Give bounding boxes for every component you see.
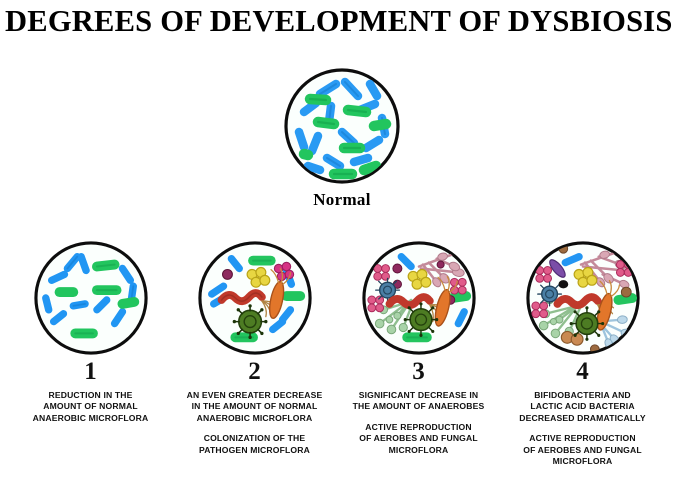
caption-line: BIFIDOBACTERIA AND (534, 390, 631, 400)
caption-line: IN THE AMOUNT OF NORMAL (191, 401, 318, 412)
petri-dish-normal (284, 68, 400, 184)
stage-captions: SIGNIFICANT DECREASE IN THE AMOUNT OF AN… (336, 390, 501, 456)
caption-paragraph: BIFIDOBACTERIA AND LACTIC ACID BACTERIA … (500, 390, 665, 424)
caption-line: ACTIVE REPRODUCTION (529, 433, 636, 444)
stage-2: 2 AN EVEN GREATER DECREASE IN THE AMOUNT… (187, 239, 322, 467)
petri-dish-2 (197, 241, 312, 355)
stage-number: 4 (576, 358, 589, 385)
page-title: DEGREES OF DEVELOPMENT OF DYSBIOSIS (5, 3, 673, 38)
caption-line: PATHOGEN MICROFLORA (199, 444, 310, 455)
caption-line: SIGNIFICANT DECREASE IN (358, 390, 479, 400)
stage-normal-label: Normal (313, 190, 371, 209)
stage-number: 2 (248, 358, 261, 385)
stage-captions: AN EVEN GREATER DECREASE IN THE AMOUNT O… (172, 390, 337, 456)
caption-line: OF AEROBES AND FUNGAL (359, 433, 478, 444)
caption-line: MICROFLORA (388, 444, 449, 455)
caption-paragraph: SIGNIFICANT DECREASE IN THE AMOUNT OF AN… (336, 390, 501, 413)
caption-line: DECREASED DRAMATICALLY (519, 412, 646, 423)
petri-dish-4 (525, 241, 640, 355)
stage-4: 4 BIFIDOBACTERIA AND LACTIC ACID BACTERI… (519, 239, 646, 467)
stage-normal: Normal (282, 66, 402, 210)
caption-paragraph: COLONIZATION OF THE PATHOGEN MICROFLORA (172, 433, 337, 456)
caption-paragraph: ACTIVE REPRODUCTION OF AEROBES AND FUNGA… (336, 422, 501, 456)
caption-line: ANAEROBIC MICROFLORA (196, 412, 313, 423)
caption-paragraph: AN EVEN GREATER DECREASE IN THE AMOUNT O… (172, 390, 337, 424)
caption-line: LACTIC ACID BACTERIA (530, 401, 635, 412)
caption-paragraph: REDUCTION IN THE AMOUNT OF NORMAL ANAERO… (8, 390, 173, 424)
petri-dish-3 (361, 241, 476, 355)
stages-row: 1 REDUCTION IN THE AMOUNT OF NORMAL ANAE… (0, 239, 673, 467)
stage-captions: BIFIDOBACTERIA AND LACTIC ACID BACTERIA … (500, 390, 665, 467)
caption-line: MICROFLORA (552, 456, 613, 467)
caption-line: ANAEROBIC MICROFLORA (32, 412, 149, 423)
petri-dish-1 (33, 241, 148, 355)
caption-line: REDUCTION IN THE (48, 390, 133, 400)
caption-line: OF AEROBES AND FUNGAL (523, 444, 642, 455)
caption-line: AMOUNT OF NORMAL (43, 401, 138, 412)
caption-line: THE AMOUNT OF ANAEROBES (352, 401, 485, 412)
caption-line: ACTIVE REPRODUCTION (365, 421, 472, 432)
caption-paragraph: ACTIVE REPRODUCTION OF AEROBES AND FUNGA… (500, 433, 665, 467)
stage-number: 1 (84, 358, 97, 385)
caption-line: COLONIZATION OF THE (203, 433, 306, 444)
stage-1: 1 REDUCTION IN THE AMOUNT OF NORMAL ANAE… (28, 239, 153, 467)
stage-captions: REDUCTION IN THE AMOUNT OF NORMAL ANAERO… (8, 390, 173, 424)
stage-3: 3 SIGNIFICANT DECREASE IN THE AMOUNT OF … (353, 239, 484, 467)
caption-line: AN EVEN GREATER DECREASE (186, 390, 323, 400)
stage-number: 3 (412, 358, 425, 385)
